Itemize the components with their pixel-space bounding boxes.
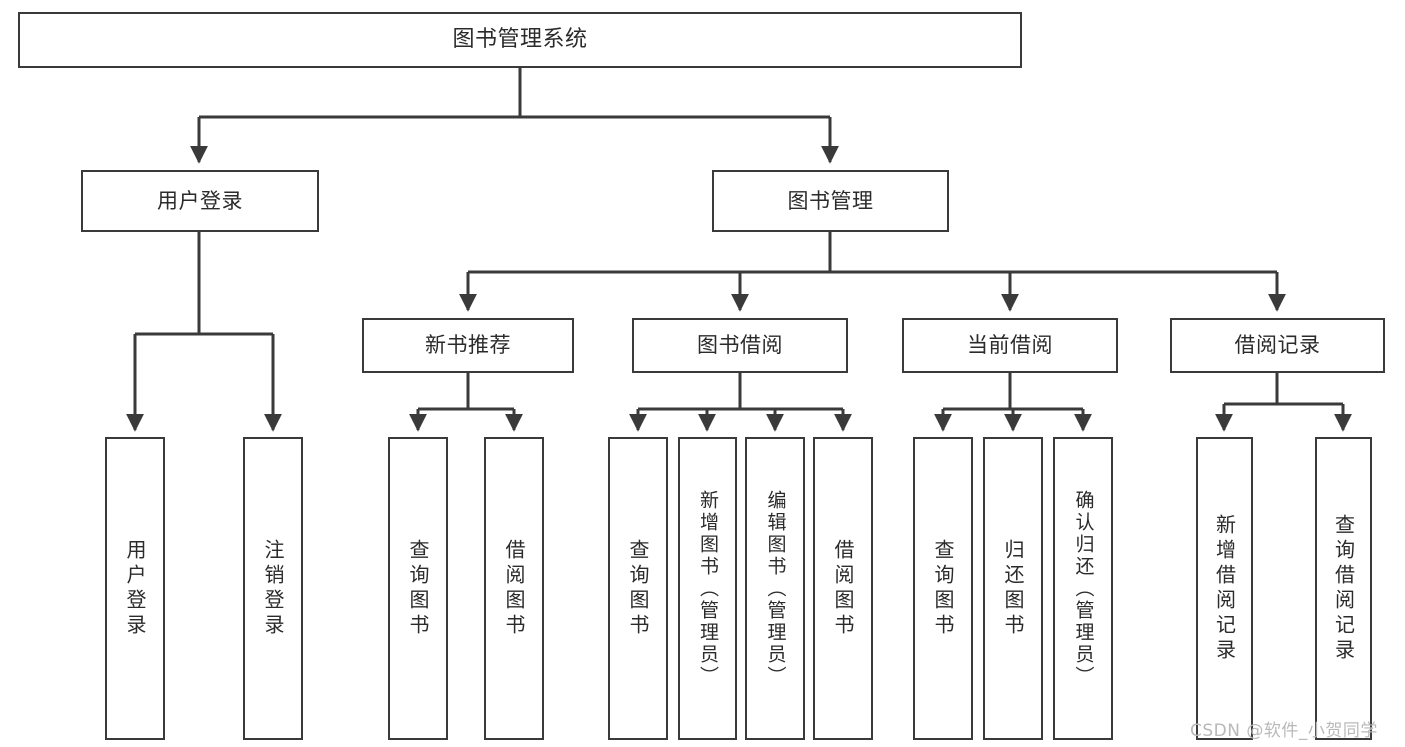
node-user-login[interactable]: 用户登录 <box>81 170 319 232</box>
node-leaf-borrow-book-2-label: 借阅图书 <box>831 538 855 639</box>
node-leaf-edit-book-label: 编辑图书（管理员） <box>764 489 787 688</box>
node-leaf-borrow-book-1-label: 借阅图书 <box>502 538 526 639</box>
node-root[interactable]: 图书管理系统 <box>18 12 1022 68</box>
node-leaf-query-book-2[interactable]: 查询图书 <box>608 437 668 740</box>
node-borrow-record[interactable]: 借阅记录 <box>1170 318 1385 373</box>
node-leaf-query-book-3-label: 查询图书 <box>931 538 955 639</box>
node-leaf-add-record-label: 新增借阅记录 <box>1212 513 1237 664</box>
node-leaf-borrow-book-1[interactable]: 借阅图书 <box>484 437 544 740</box>
node-leaf-user-login[interactable]: 用户登录 <box>105 437 165 740</box>
node-user-login-label: 用户登录 <box>157 188 243 213</box>
node-leaf-confirm-return-label: 确认归还（管理员） <box>1072 489 1095 688</box>
csdn-watermark: CSDN @软件_小贺同学 <box>1190 721 1378 741</box>
node-root-label: 图书管理系统 <box>452 27 588 53</box>
node-borrow-record-label: 借阅记录 <box>1234 333 1321 358</box>
node-leaf-add-book[interactable]: 新增图书（管理员） <box>678 437 737 740</box>
node-book-borrow-label: 图书借阅 <box>697 333 783 358</box>
node-leaf-edit-book[interactable]: 编辑图书（管理员） <box>745 437 805 740</box>
node-leaf-user-login-label: 用户登录 <box>123 538 147 639</box>
node-leaf-query-book-1[interactable]: 查询图书 <box>388 437 448 740</box>
node-current-borrow[interactable]: 当前借阅 <box>902 318 1118 373</box>
node-book-manage-label: 图书管理 <box>787 188 874 213</box>
node-book-borrow[interactable]: 图书借阅 <box>632 318 848 373</box>
node-leaf-return-book[interactable]: 归还图书 <box>983 437 1043 740</box>
node-leaf-query-book-2-label: 查询图书 <box>626 538 650 639</box>
node-leaf-user-logout-label: 注销登录 <box>261 538 285 639</box>
node-leaf-query-record[interactable]: 查询借阅记录 <box>1315 437 1372 740</box>
node-leaf-user-logout[interactable]: 注销登录 <box>243 437 303 740</box>
node-leaf-add-book-label: 新增图书（管理员） <box>697 489 719 688</box>
node-leaf-borrow-book-2[interactable]: 借阅图书 <box>813 437 873 740</box>
node-current-borrow-label: 当前借阅 <box>967 333 1053 358</box>
node-new-book-recommend[interactable]: 新书推荐 <box>362 318 574 373</box>
node-book-manage[interactable]: 图书管理 <box>712 170 949 232</box>
node-leaf-add-record[interactable]: 新增借阅记录 <box>1196 437 1253 740</box>
node-new-book-recommend-label: 新书推荐 <box>425 333 511 358</box>
node-leaf-query-book-3[interactable]: 查询图书 <box>913 437 973 740</box>
node-leaf-return-book-label: 归还图书 <box>1001 538 1025 639</box>
node-leaf-confirm-return[interactable]: 确认归还（管理员） <box>1053 437 1113 740</box>
node-leaf-query-record-label: 查询借阅记录 <box>1331 513 1356 664</box>
node-leaf-query-book-1-label: 查询图书 <box>406 538 430 639</box>
